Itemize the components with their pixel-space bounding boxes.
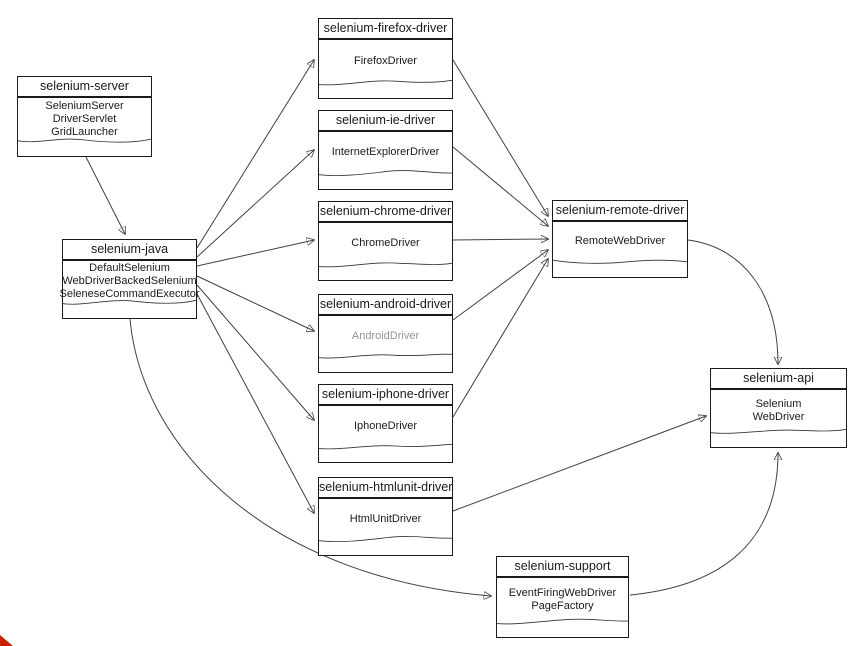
wave-line (18, 138, 151, 143)
wave-line (319, 536, 452, 543)
wave-line (319, 262, 452, 268)
class-name: RemoteWebDriver (574, 235, 666, 247)
node-title: selenium-api (711, 369, 846, 390)
node-title: selenium-chrome-driver (319, 202, 452, 223)
edge-iphone-to-remote (452, 259, 548, 418)
class-name: SeleniumServer (45, 99, 124, 112)
node-title: selenium-android-driver (319, 295, 452, 316)
node-selenium-firefox-driver: selenium-firefox-driver FirefoxDriver (318, 18, 453, 99)
node-classes: DefaultSelenium WebDriverBackedSelenium … (59, 261, 199, 302)
edge-chrome-to-remote (452, 239, 548, 240)
edge-java-to-firefox (196, 60, 314, 249)
wave-line (63, 299, 196, 305)
node-classes: ChromeDriver (319, 223, 452, 264)
node-selenium-ie-driver: selenium-ie-driver InternetExplorerDrive… (318, 110, 453, 190)
node-selenium-remote-driver: selenium-remote-driver RemoteWebDriver (552, 200, 688, 278)
node-selenium-java: selenium-java DefaultSelenium WebDriverB… (59, 239, 200, 319)
class-name: ChromeDriver (351, 237, 420, 249)
wave-line (319, 79, 452, 86)
edge-java-to-support (129, 318, 491, 596)
wave-line (319, 353, 452, 359)
wave-line (553, 259, 687, 264)
wave-line (497, 618, 628, 625)
red-corner-artifact (0, 635, 13, 646)
class-name: SeleneseCommandExecutor (59, 288, 200, 300)
class-name: Selenium (755, 397, 802, 410)
node-selenium-htmlunit-driver: selenium-htmlunit-driver HtmlUnitDriver (318, 477, 453, 556)
class-name: AndroidDriver (351, 329, 420, 342)
class-name: DriverServlet (52, 112, 117, 125)
wave-line (319, 443, 452, 450)
class-name: WebDriver (752, 410, 805, 423)
edge-java-to-android (196, 275, 314, 331)
class-name: GridLauncher (51, 125, 118, 138)
class-name: PageFactory (531, 599, 594, 612)
edge-htmlunit-to-api (452, 416, 706, 512)
node-selenium-chrome-driver: selenium-chrome-driver ChromeDriver (318, 201, 453, 281)
node-title: selenium-htmlunit-driver (319, 478, 452, 499)
wave-line (711, 428, 846, 434)
node-selenium-support: selenium-support EventFiringWebDriver Pa… (496, 556, 629, 638)
node-title: selenium-iphone-driver (319, 385, 452, 406)
edge-android-to-remote (452, 250, 548, 321)
node-classes: Selenium WebDriver (711, 390, 846, 431)
node-title: selenium-support (497, 557, 628, 578)
node-selenium-api: selenium-api Selenium WebDriver (710, 368, 847, 448)
class-name: DefaultSelenium (89, 262, 170, 274)
class-name: HtmlUnitDriver (349, 512, 422, 525)
edge-java-to-chrome (196, 240, 314, 267)
node-title: selenium-server (18, 77, 151, 98)
node-classes: FirefoxDriver (319, 40, 452, 82)
node-title: selenium-remote-driver (553, 201, 687, 222)
node-classes: AndroidDriver (319, 316, 452, 356)
edge-support-to-api (629, 453, 778, 596)
class-name: EventFiringWebDriver (508, 586, 617, 599)
node-title: selenium-ie-driver (319, 111, 452, 132)
class-name: FirefoxDriver (354, 54, 417, 67)
node-classes: SeleniumServer DriverServlet GridLaunche… (18, 98, 151, 140)
node-selenium-android-driver: selenium-android-driver AndroidDriver (318, 294, 453, 373)
class-name: WebDriverBackedSelenium (62, 275, 197, 287)
node-title: selenium-firefox-driver (319, 19, 452, 40)
node-classes: InternetExplorerDriver (319, 132, 452, 173)
edge-java-to-iphone (196, 284, 314, 420)
node-selenium-server: selenium-server SeleniumServer DriverSer… (17, 76, 152, 157)
edge-ie-to-remote (452, 146, 548, 226)
edge-firefox-to-remote (452, 59, 548, 216)
node-classes: IphoneDriver (319, 406, 452, 446)
node-classes: HtmlUnitDriver (319, 499, 452, 539)
node-classes: RemoteWebDriver (553, 222, 687, 261)
node-selenium-iphone-driver: selenium-iphone-driver IphoneDriver (318, 384, 453, 463)
class-name: InternetExplorerDriver (331, 146, 440, 158)
node-classes: EventFiringWebDriver PageFactory (497, 578, 628, 621)
wave-line (319, 170, 452, 177)
edge-remote-to-api (687, 239, 778, 364)
edge-java-to-htmlunit (196, 293, 314, 513)
edge-server-to-java (85, 156, 125, 234)
edge-java-to-ie (196, 150, 314, 258)
node-title: selenium-java (63, 240, 196, 261)
class-name: IphoneDriver (354, 419, 417, 432)
